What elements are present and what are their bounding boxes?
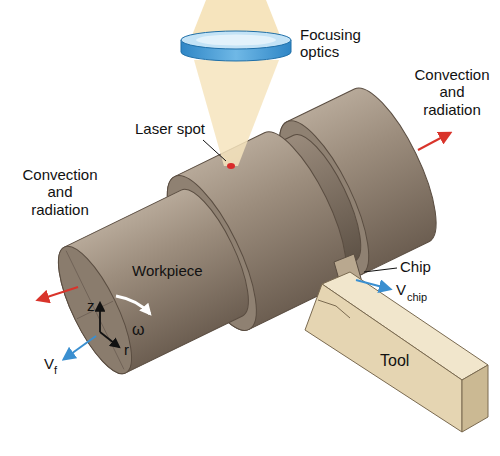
heat-loss-label: Convection and radiation bbox=[414, 66, 489, 118]
leader-line bbox=[364, 268, 397, 272]
label-slot: r bbox=[124, 341, 129, 358]
label-slot: V bbox=[44, 355, 54, 372]
label-slot: Workpiece bbox=[132, 262, 203, 279]
leader-line bbox=[203, 140, 226, 161]
axis-label: z bbox=[87, 297, 95, 314]
laser-spot-mark bbox=[227, 163, 235, 169]
velocity-symbol: V bbox=[396, 281, 406, 298]
label-slot: Chip bbox=[400, 258, 431, 275]
velocity-subscript: chip bbox=[407, 291, 427, 303]
r-axis-arrow bbox=[100, 332, 119, 347]
label-slot: ω bbox=[132, 321, 145, 339]
label-slot: Focusing optics bbox=[300, 26, 380, 61]
focusing-lens bbox=[181, 31, 291, 61]
label-slot: Convection and radiation bbox=[410, 66, 494, 118]
heat-loss-arrow bbox=[38, 287, 78, 300]
spot-label: Laser spot bbox=[135, 120, 205, 137]
optics-label: Focusing optics bbox=[300, 26, 361, 60]
label-slot: z bbox=[87, 297, 95, 314]
chip-velocity-arrow bbox=[356, 280, 390, 289]
tool-shape bbox=[305, 272, 488, 432]
axis-label: r bbox=[124, 341, 129, 358]
label-slot: chip bbox=[407, 291, 427, 304]
rotation-arrow bbox=[116, 296, 150, 314]
feed-velocity-arrow bbox=[64, 336, 96, 359]
heat-loss-arrow bbox=[418, 133, 450, 150]
tool-label: Tool bbox=[380, 352, 409, 369]
chip-label: Chip bbox=[400, 258, 431, 275]
velocity-subscript: f bbox=[54, 364, 57, 376]
label-slot: f bbox=[54, 364, 57, 377]
label-slot: Laser spot bbox=[135, 120, 205, 137]
velocity-symbol: V bbox=[44, 355, 54, 372]
heat-loss-label: Convection and radiation bbox=[22, 166, 97, 218]
workpiece-label: Workpiece bbox=[132, 262, 203, 279]
rotation-symbol: ω bbox=[132, 321, 145, 338]
label-slot: Convection and radiation bbox=[18, 166, 102, 218]
label-slot: Tool bbox=[380, 352, 409, 370]
label-slot: V bbox=[396, 281, 406, 298]
z-axis-arrow bbox=[99, 303, 101, 332]
laser-cone bbox=[194, 60, 279, 166]
